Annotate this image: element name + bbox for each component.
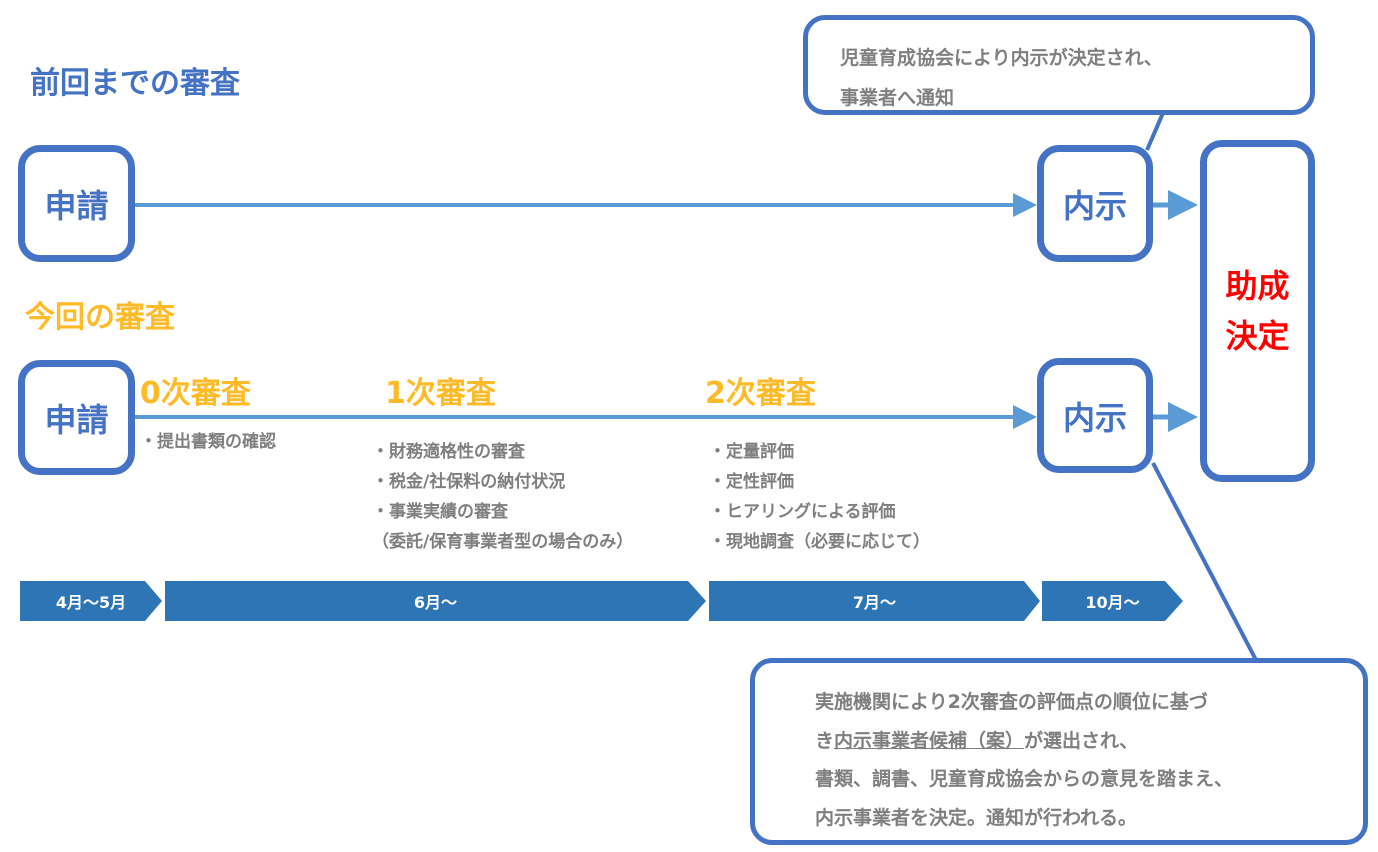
grant-decision-line1: 助成 [1225,267,1290,305]
stage-2-item: ・ヒアリングによる評価 [709,502,896,522]
top-callout-line1: 児童育成協会により内示が決定され、 [840,47,1163,69]
bottom-callout-line2: き内示事業者候補（案）が選出され、 [815,722,1363,761]
timeline-label-4: 10月〜 [1042,581,1183,621]
stage-0-title: 0次審査 [140,376,251,411]
stage-2-item: ・定性評価 [709,472,794,492]
stage-2-items: ・定量評価 ・定性評価 ・ヒアリングによる評価 ・現地調査（必要に応じて） [709,437,930,557]
stage-2-title: 2次審査 [705,376,816,411]
bottom-callout-line1: 実施機関により2次審査の評価点の順位に基づ [815,691,1208,713]
top-callout-line2: 事業者へ通知 [840,87,955,109]
timeline-chevron-3 [709,581,1040,621]
previous-review-title: 前回までの審査 [30,66,240,101]
previous-naiji-box: 内示 [1037,145,1153,262]
bottom-callout-line2-post: が選出され、 [1024,729,1139,752]
timeline-text: 10月〜 [1085,593,1140,612]
stage-1-items: ・財務適格性の審査 ・税金/社保料の納付状況 ・事業実績の審査 （委託/保育事業… [372,437,633,557]
stage-0-item: ・提出書類の確認 [140,432,276,452]
bottom-callout-line3: 書類、調書、児童育成協会からの意見を踏まえ、 [815,768,1234,790]
top-callout-pointer [1145,112,1165,151]
previous-apply-box: 申請 [18,145,135,262]
top-callout: 児童育成協会により内示が決定され、 事業者へ通知 [803,15,1315,115]
timeline-text: 4月〜5月 [55,593,127,612]
timeline-chevron-4 [1042,581,1183,621]
bottom-callout-line2-pre: き [815,729,835,752]
stage-1-title: 1次審査 [385,376,496,411]
timeline-label-1: 4月〜5月 [20,581,162,621]
timeline-text: 6月〜 [413,593,458,612]
stage-2-item: ・定量評価 [709,442,794,462]
timeline-chevron-2 [165,581,706,621]
grant-decision-box: 助成 決定 [1200,140,1315,482]
current-naiji-box: 内示 [1037,358,1153,473]
timeline-label-3: 7月〜 [709,581,1040,621]
bottom-callout-pointer [1151,462,1258,661]
stage-1-item: ・事業実績の審査 [372,502,508,522]
stage-1-item: ・財務適格性の審査 [372,442,525,462]
timeline-chevron-1 [20,581,162,621]
bottom-callout: 実施機関により2次審査の評価点の順位に基づ き内示事業者候補（案）が選出され、 … [750,658,1368,845]
grant-decision-line2: 決定 [1225,317,1290,355]
candidate-underlined-text: 内示事業者候補（案） [834,729,1025,752]
stage-1-item: （委託/保育事業者型の場合のみ） [372,532,634,552]
stage-1-item: ・税金/社保料の納付状況 [372,472,566,492]
timeline-label-2: 6月〜 [165,581,706,621]
stage-0-items: ・提出書類の確認 [140,427,276,457]
current-apply-box: 申請 [18,360,135,475]
stage-2-item: ・現地調査（必要に応じて） [709,532,930,552]
bottom-callout-line4: 内示事業者を決定。通知が行われる。 [815,806,1138,829]
current-review-title: 今回の審査 [25,300,175,335]
timeline-text: 7月〜 [852,593,897,612]
